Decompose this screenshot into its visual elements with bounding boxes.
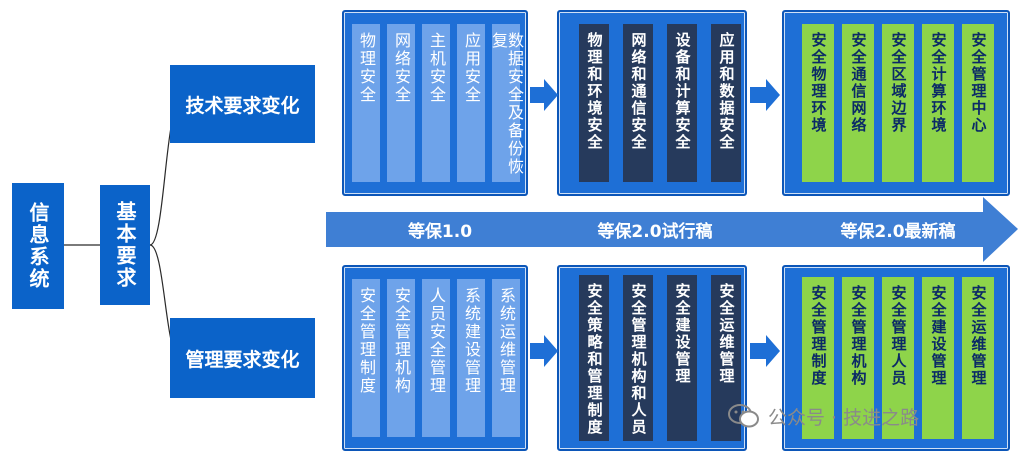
tech-v2-trial-item-3: 设备和计算安全	[667, 24, 697, 182]
tech-v1-item-4: 应用安全	[457, 24, 485, 182]
mgmt-v1-item-4: 系统建设管理	[457, 279, 485, 437]
watermark-text: 公众号 · 技进之路	[768, 406, 920, 429]
version-label-2-0-final: 等保2.0最新稿	[840, 221, 956, 242]
root-node: 信息系统	[12, 183, 64, 309]
watermark: 公众号 · 技进之路	[728, 398, 1008, 434]
tech-branch-node: 技术要求变化	[170, 65, 315, 143]
tech-v2-final-item-4: 安全计算环境	[922, 24, 954, 182]
tech-v1-item-1: 物理安全	[352, 24, 380, 182]
version-label-1-0: 等保1.0	[407, 221, 473, 242]
mgmt-v2-trial-item-3: 安全建设管理	[667, 275, 697, 441]
mgmt-v2-trial-item-1: 安全策略和管理制度	[579, 275, 609, 441]
mgmt-v2-final-item-2: 安全管理机构	[842, 277, 874, 439]
mgmt-v2-final-item-4: 安全建设管理	[922, 277, 954, 439]
tech-v1-item-5: 数据安全及备份恢复	[489, 24, 524, 182]
tech-v1-item-2: 网络安全	[387, 24, 415, 182]
mgmt-v2-trial-item-2: 安全管理机构和人员	[623, 275, 653, 441]
tech-v1-item-3: 主机安全	[422, 24, 450, 182]
mgmt-v2-final-item-1: 安全管理制度	[802, 277, 834, 439]
tech-v2-final-item-1: 安全物理环境	[802, 24, 834, 182]
wechat-icon	[728, 404, 759, 428]
tech-v2-trial-item-1: 物理和环境安全	[579, 24, 609, 182]
mgmt-v2-final-panel: 安全管理制度安全管理机构安全管理人员安全建设管理安全运维管理	[782, 265, 1010, 451]
basic-requirements-node: 基本要求	[100, 185, 150, 305]
tech-v2-final-item-3: 安全区域边界	[882, 24, 914, 182]
mgmt-v1-item-2: 安全管理机构	[387, 279, 415, 437]
right-arrow-icon	[750, 335, 780, 367]
tech-v2-final-panel: 安全物理环境安全通信网络安全区域边界安全计算环境安全管理中心	[782, 10, 1010, 196]
right-arrow-icon	[750, 79, 780, 111]
tech-v2-trial-panel: 物理和环境安全网络和通信安全设备和计算安全应用和数据安全	[557, 10, 747, 196]
version-label-2-0-trial: 等保2.0试行稿	[597, 221, 713, 242]
mgmt-v1-panel: 安全管理制度安全管理机构人员安全管理系统建设管理系统运维管理	[342, 265, 528, 451]
right-arrow-icon	[530, 335, 558, 367]
mgmt-v1-item-5: 系统运维管理	[492, 279, 520, 437]
right-arrow-icon	[530, 79, 558, 111]
mgmt-v2-final-item-5: 安全运维管理	[962, 277, 994, 439]
mgmt-v2-trial-panel: 安全策略和管理制度安全管理机构和人员安全建设管理安全运维管理	[557, 265, 747, 451]
mgmt-v1-item-1: 安全管理制度	[352, 279, 380, 437]
mgmt-v1-item-3: 人员安全管理	[422, 279, 450, 437]
mgmt-v2-final-item-3: 安全管理人员	[882, 277, 914, 439]
tech-v2-trial-item-2: 网络和通信安全	[623, 24, 653, 182]
tech-v2-trial-item-4: 应用和数据安全	[711, 24, 741, 182]
tech-v1-panel: 物理安全网络安全主机安全应用安全数据安全及备份恢复	[342, 10, 528, 196]
mgmt-branch-node: 管理要求变化	[170, 318, 315, 398]
tech-v2-final-item-2: 安全通信网络	[842, 24, 874, 182]
tech-v2-final-item-5: 安全管理中心	[962, 24, 994, 182]
